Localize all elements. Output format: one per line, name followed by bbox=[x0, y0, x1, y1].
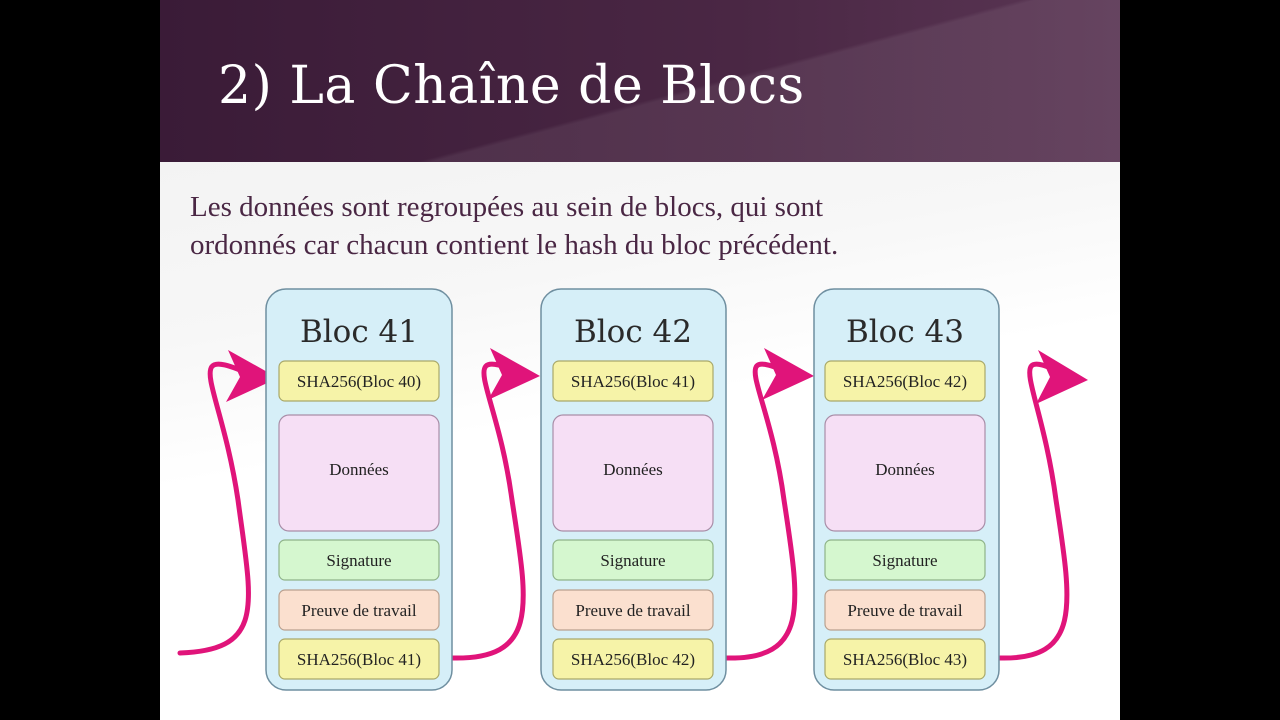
header-sheen bbox=[160, 0, 1120, 162]
data-text: Données bbox=[875, 460, 934, 479]
block-41: Bloc 41 SHA256(Bloc 40) Données Signatur… bbox=[265, 288, 453, 691]
hash-text: SHA256(Bloc 43) bbox=[843, 650, 967, 669]
data-text: Données bbox=[603, 460, 662, 479]
prev-hash-text: SHA256(Bloc 42) bbox=[843, 372, 967, 391]
prev-hash-text: SHA256(Bloc 41) bbox=[571, 372, 695, 391]
prev-hash-field bbox=[824, 360, 986, 402]
signature-field bbox=[552, 539, 714, 581]
proof-field bbox=[824, 589, 986, 631]
proof-text: Preuve de travail bbox=[575, 601, 690, 620]
block-title: Bloc 41 bbox=[300, 314, 418, 350]
arrow-bloc-41-to-42 bbox=[449, 361, 531, 661]
proof-field bbox=[278, 589, 440, 631]
prev-hash-field bbox=[552, 360, 714, 402]
slide-header: 2) La Chaîne de Blocs bbox=[160, 0, 1120, 162]
arrow-into-bloc-41 bbox=[177, 361, 257, 656]
prev-hash-text: SHA256(Bloc 40) bbox=[297, 372, 421, 391]
proof-field bbox=[552, 589, 714, 631]
data-field bbox=[278, 414, 440, 532]
block-title: Bloc 42 bbox=[574, 314, 692, 350]
hash-text: SHA256(Bloc 41) bbox=[297, 650, 421, 669]
subtitle-line-2: ordonnés car chacun contient le hash du … bbox=[190, 229, 839, 261]
hash-text: SHA256(Bloc 42) bbox=[571, 650, 695, 669]
arrow-out-of-bloc-43 bbox=[997, 361, 1071, 661]
data-field bbox=[552, 414, 714, 532]
block-title: Bloc 43 bbox=[846, 314, 964, 350]
hash-field bbox=[824, 638, 986, 680]
slide-subtitle: Les données sont regroupées au sein de b… bbox=[190, 188, 1090, 264]
signature-text: Signature bbox=[872, 551, 937, 570]
signature-field bbox=[278, 539, 440, 581]
block-43: Bloc 43 SHA256(Bloc 42) Données Signatur… bbox=[813, 288, 1000, 691]
subtitle-line-1: Les données sont regroupées au sein de b… bbox=[190, 191, 824, 223]
signature-text: Signature bbox=[600, 551, 665, 570]
arrowhead-next-bloc bbox=[1036, 350, 1088, 404]
hash-field bbox=[552, 638, 714, 680]
arrow-bloc-42-to-43 bbox=[723, 361, 799, 661]
block-42: Bloc 42 SHA256(Bloc 41) Données Signatur… bbox=[540, 288, 727, 691]
hash-field bbox=[278, 638, 440, 680]
slide-title: 2) La Chaîne de Blocs bbox=[218, 56, 805, 116]
arrowhead-bloc-43 bbox=[762, 348, 814, 400]
prev-hash-field bbox=[278, 360, 440, 402]
data-text: Données bbox=[329, 460, 388, 479]
arrowhead-bloc-42 bbox=[488, 348, 540, 400]
proof-text: Preuve de travail bbox=[301, 601, 416, 620]
signature-field bbox=[824, 539, 986, 581]
proof-text: Preuve de travail bbox=[847, 601, 962, 620]
chain-arrows bbox=[177, 348, 1088, 661]
signature-text: Signature bbox=[326, 551, 391, 570]
data-field bbox=[824, 414, 986, 532]
arrowhead-bloc-41 bbox=[226, 350, 278, 402]
